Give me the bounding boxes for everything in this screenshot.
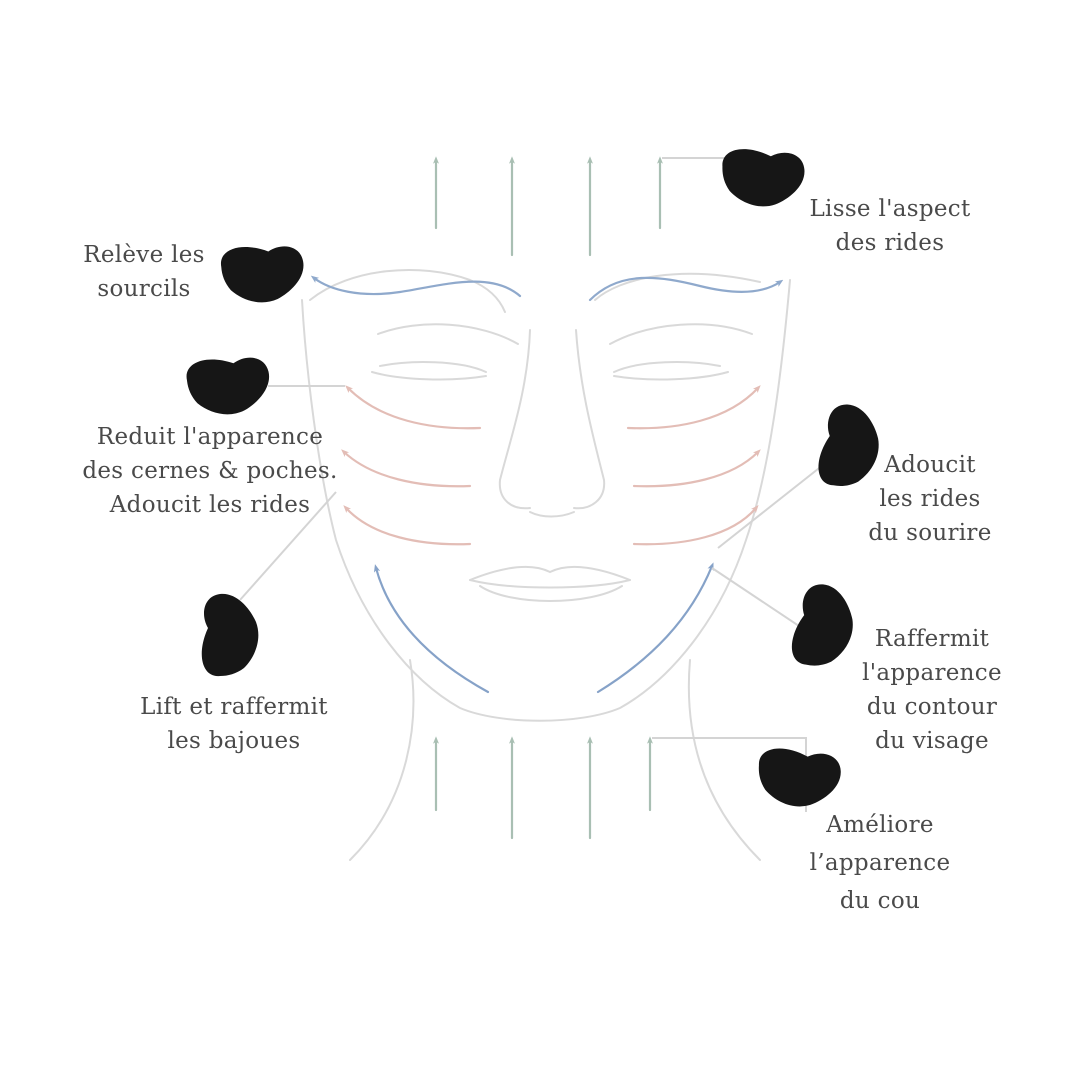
label-line: des rides [835, 230, 945, 256]
label-line: du cou [839, 888, 921, 914]
label-line: du sourire [868, 520, 992, 546]
nose-base [529, 511, 575, 518]
label-line: les rides [879, 486, 981, 512]
gua-sha-stone-icon [756, 747, 843, 810]
label-line: Améliore [826, 812, 934, 838]
label-line: Reduit l'apparence [96, 424, 324, 450]
neck-right [687, 659, 761, 861]
label-line: Relève les [83, 242, 205, 268]
label-line: Raffermit [874, 626, 990, 652]
left-eyebrow [377, 323, 519, 345]
label-line: Lisse l'aspect [809, 196, 971, 222]
hairline-left [309, 268, 506, 313]
cheek-arrow-right [626, 385, 761, 430]
right-eye [613, 371, 729, 381]
right-eye-lid [613, 361, 721, 373]
label-lift-eyebrows: Relève les sourcils [64, 238, 224, 306]
massage-arrows [310, 156, 784, 840]
label-line: l'apparence [862, 660, 1002, 686]
leader-contour [711, 567, 803, 629]
gua-sha-stone-icon [184, 353, 273, 419]
label-line: Adoucit les rides [109, 492, 311, 518]
gua-sha-stone-icon [219, 242, 306, 306]
label-contour: Raffermit l'apparence du contour du visa… [852, 622, 1012, 758]
cheek-arrow-left [345, 385, 482, 430]
label-line: sourcils [97, 276, 191, 302]
cheek-arrow-left [343, 505, 472, 546]
hairline-right [594, 272, 761, 301]
lower-lip [479, 585, 623, 602]
jaw-arrow-left [373, 564, 490, 694]
cheek-arrow-right [632, 449, 761, 488]
cheek-arrow-right [632, 504, 759, 546]
label-under-eye: Reduit l'apparence des cernes & poches. … [60, 420, 360, 522]
right-eyebrow [609, 323, 753, 345]
jaw-arrow-right [596, 562, 714, 694]
neck-left [349, 659, 415, 861]
label-line: du contour [866, 694, 998, 720]
label-line: des cernes & poches. [82, 458, 338, 484]
nose-right [573, 329, 606, 510]
face-contour [301, 279, 791, 722]
gua-sha-stone-icon [788, 580, 861, 673]
label-smile-lines: Adoucit les rides du sourire [852, 448, 1008, 550]
label-jowls: Lift et raffermit les bajoues [112, 690, 356, 758]
cheek-arrow-left [341, 449, 472, 488]
leader-jowls [239, 491, 337, 601]
left-eye [371, 371, 487, 381]
nose-left [498, 329, 531, 510]
eyebrow-arrow-right [588, 276, 784, 302]
label-line: l’apparence [809, 850, 951, 876]
face-outline [301, 268, 791, 861]
gua-sha-stone-icon [720, 148, 806, 208]
upper-lip [469, 566, 631, 581]
left-eye-lid [379, 361, 487, 373]
label-line: du visage [875, 728, 989, 754]
label-smooth-wrinkles: Lisse l'aspect des rides [798, 192, 982, 260]
eyebrow-arrow-left [310, 275, 522, 298]
label-line: les bajoues [167, 728, 301, 754]
label-neck: Améliore l’apparence du cou [800, 806, 960, 920]
lip-line [469, 579, 631, 589]
label-line: Adoucit [884, 452, 976, 478]
gua-sha-stone-icon [201, 593, 259, 677]
label-line: Lift et raffermit [140, 694, 328, 720]
